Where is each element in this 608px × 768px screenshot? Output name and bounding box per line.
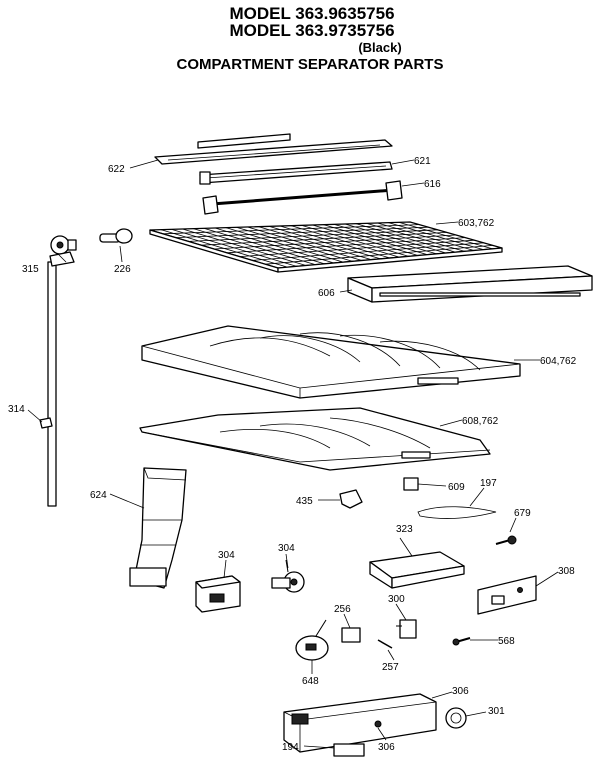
part-609-clip bbox=[403, 477, 419, 491]
part-301-knob bbox=[445, 707, 467, 729]
callout-622: 622 bbox=[108, 164, 125, 175]
callout-624: 624 bbox=[90, 490, 107, 501]
part-604-separator bbox=[141, 325, 521, 399]
callout-616: 616 bbox=[424, 179, 441, 190]
callout-256: 256 bbox=[334, 604, 351, 615]
part-315-pivot-rod bbox=[47, 235, 77, 507]
callout-621: 621 bbox=[414, 156, 431, 167]
callout-315: 315 bbox=[22, 264, 39, 275]
callout-308: 308 bbox=[558, 566, 575, 577]
part-257-screw bbox=[377, 639, 393, 649]
part-603-grid-shelf bbox=[149, 221, 503, 273]
part-197-gasket bbox=[417, 506, 497, 519]
callout-304-thermostat: 304 bbox=[278, 543, 295, 554]
callout-323: 323 bbox=[396, 524, 413, 535]
part-616-rod bbox=[202, 180, 403, 215]
part-304-housing bbox=[195, 575, 241, 613]
part-568-screw bbox=[452, 637, 471, 646]
callout-314: 314 bbox=[8, 404, 25, 415]
model-title-1: MODEL 363.9635756 bbox=[229, 4, 395, 23]
callout-304-housing: 304 bbox=[218, 550, 235, 561]
part-194-bracket bbox=[333, 743, 365, 757]
part-648-lamp-socket bbox=[295, 619, 329, 661]
callout-197: 197 bbox=[480, 478, 497, 489]
part-621-trim-strip bbox=[199, 161, 393, 185]
callout-603: 603,762 bbox=[458, 218, 495, 229]
callout-648: 648 bbox=[302, 676, 319, 687]
part-314-clip bbox=[39, 417, 53, 429]
part-606-front-rail bbox=[347, 265, 593, 303]
callout-604: 604,762 bbox=[540, 356, 577, 367]
part-304-thermostat bbox=[271, 559, 305, 593]
callout-306-lower: 306 bbox=[378, 742, 395, 753]
part-608-cover bbox=[139, 407, 491, 471]
part-306-housing bbox=[283, 693, 437, 753]
part-622-cover-strip bbox=[154, 133, 393, 165]
callout-606: 606 bbox=[318, 288, 335, 299]
color-note: (Black) bbox=[358, 40, 402, 55]
section-title: COMPARTMENT SEPARATOR PARTS bbox=[176, 56, 444, 73]
part-308-mounting-plate bbox=[477, 575, 537, 615]
callout-568: 568 bbox=[498, 636, 515, 647]
callout-306-housing: 306 bbox=[452, 686, 469, 697]
callout-679: 679 bbox=[514, 508, 531, 519]
callout-226: 226 bbox=[114, 264, 131, 275]
part-300-switch bbox=[396, 619, 417, 639]
part-323-bracket bbox=[369, 551, 465, 589]
callout-609: 609 bbox=[448, 482, 465, 493]
callout-608: 608,762 bbox=[462, 416, 499, 427]
model-title-2: MODEL 363.9735756 bbox=[229, 21, 395, 40]
part-435-damper-knob bbox=[339, 489, 363, 509]
part-679-screw bbox=[495, 535, 517, 545]
callout-301: 301 bbox=[488, 706, 505, 717]
callout-194: 194 bbox=[282, 742, 299, 753]
callout-435: 435 bbox=[296, 496, 313, 507]
callout-257: 257 bbox=[382, 662, 399, 673]
callout-300: 300 bbox=[388, 594, 405, 605]
leader-lines bbox=[27, 159, 559, 749]
part-226-bushing bbox=[99, 228, 133, 244]
part-624-air-duct bbox=[129, 467, 187, 589]
part-256-connector bbox=[341, 627, 361, 643]
